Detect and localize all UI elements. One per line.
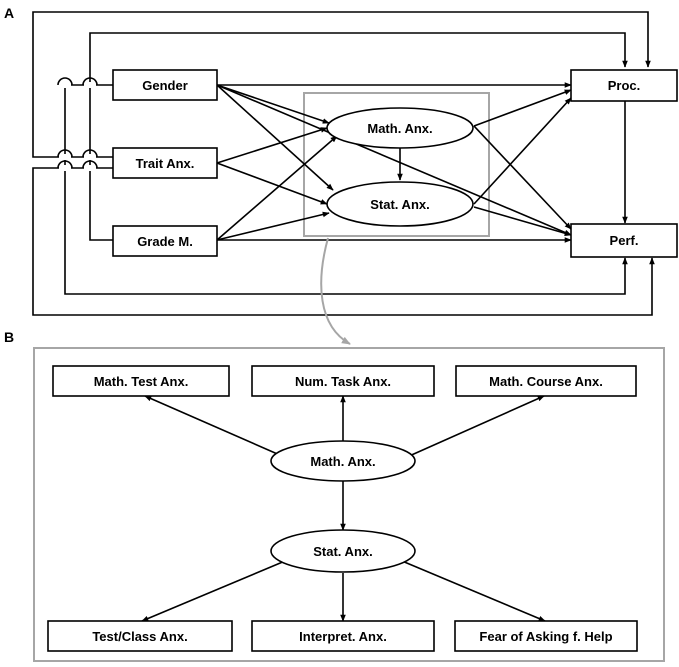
svg-text:Math. Anx.: Math. Anx. (310, 454, 375, 469)
node-stat-anx-b: Stat. Anx. (270, 529, 416, 573)
path-gender-to-math (216, 84, 330, 124)
svg-text:Math. Course Anx.: Math. Course Anx. (489, 374, 603, 389)
panel-b-frame (33, 347, 665, 662)
svg-text:Perf.: Perf. (610, 233, 639, 248)
path-stat-to-proc (473, 97, 572, 205)
svg-text:Math. Anx.: Math. Anx. (367, 121, 432, 136)
hop-arc (57, 77, 73, 86)
node-math-course-anx: Math. Course Anx. (455, 365, 637, 397)
node-fear-asking-help: Fear of Asking f. Help (454, 620, 638, 652)
node-num-task-anx: Num. Task Anx. (251, 365, 435, 397)
node-math-anx-b: Math. Anx. (270, 440, 416, 482)
svg-text:Test/Class Anx.: Test/Class Anx. (92, 629, 187, 644)
svg-text:Num. Task Anx.: Num. Task Anx. (295, 374, 391, 389)
node-math-anx: Math. Anx. (326, 107, 474, 149)
svg-text:Trait Anx.: Trait Anx. (136, 156, 195, 171)
svg-text:Stat. Anx.: Stat. Anx. (370, 197, 429, 212)
panel-b-label: B (4, 329, 14, 345)
panel-a-label: A (4, 5, 14, 21)
node-interpret-anx: Interpret. Anx. (251, 620, 435, 652)
path-math-to-perf (473, 125, 572, 230)
path-trait-to-stat (216, 162, 328, 205)
svg-text:Gender: Gender (142, 78, 188, 93)
path-math-to-math-course (406, 395, 545, 458)
path-gender-to-perf (64, 84, 628, 295)
svg-text:Grade M.: Grade M. (137, 234, 193, 249)
hop-arc (57, 149, 73, 158)
node-math-test-anx: Math. Test Anx. (52, 365, 230, 397)
hop-arc (57, 160, 73, 169)
svg-text:Math. Test Anx.: Math. Test Anx. (94, 374, 189, 389)
path-gender-to-stat (216, 84, 334, 191)
svg-text:Proc.: Proc. (608, 78, 641, 93)
path-math-to-math-test (144, 395, 283, 457)
path-grade-to-proc (89, 32, 628, 241)
svg-text:Interpret. Anx.: Interpret. Anx. (299, 629, 387, 644)
hop-arc (82, 77, 98, 86)
path-gender-to-perf-direct (216, 84, 572, 236)
path-grade-to-stat (216, 211, 330, 241)
svg-text:Fear of Asking f. Help: Fear of Asking f. Help (479, 629, 612, 644)
path-stat-to-perf (473, 206, 572, 236)
node-grade-m: Grade M. (112, 225, 218, 257)
node-perf: Perf. (570, 223, 678, 258)
node-trait-anx: Trait Anx. (112, 147, 218, 179)
zoom-connector-arrow (320, 237, 351, 345)
node-test-class-anx: Test/Class Anx. (47, 620, 233, 652)
path-math-to-proc (473, 89, 572, 127)
node-gender: Gender (112, 69, 218, 101)
svg-text:Stat. Anx.: Stat. Anx. (313, 544, 372, 559)
node-stat-anx: Stat. Anx. (326, 181, 474, 227)
hop-arc (82, 160, 98, 169)
path-stat-to-fear (401, 560, 546, 622)
path-trait-to-math (216, 127, 328, 164)
path-stat-to-test-class (141, 560, 286, 622)
hop-arc (82, 149, 98, 158)
path-grade-to-math (216, 135, 338, 241)
node-proc: Proc. (570, 69, 678, 102)
